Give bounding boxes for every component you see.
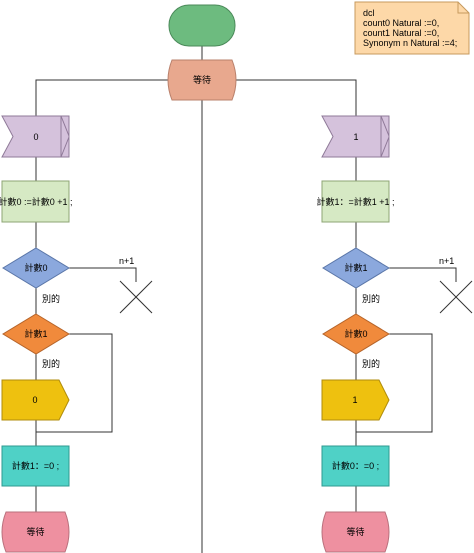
left-decision-2-label: 計數1 xyxy=(24,328,47,339)
right-input-signal-edge-3 xyxy=(380,136,390,158)
right-task-label: 計數1：=計數1 +1 ; xyxy=(316,196,394,207)
left-input-signal-edge-3 xyxy=(60,136,70,158)
wait-state-top[interactable] xyxy=(167,59,237,101)
right-end-wait-state[interactable] xyxy=(321,511,390,553)
left-else-label-2: 別的 xyxy=(42,358,60,369)
left-decision-2[interactable] xyxy=(2,313,70,355)
stop-cross-right-b xyxy=(439,280,473,314)
left-input-signal[interactable] xyxy=(1,115,70,158)
left-end-wait-label: 等待 xyxy=(26,526,44,537)
right-else-label-2: 別的 xyxy=(362,358,380,369)
right-end-wait-label: 等待 xyxy=(346,526,364,537)
connector-right-loop xyxy=(356,333,433,433)
connector-left-n-branch xyxy=(69,267,137,282)
right-input-signal-label: 1 xyxy=(353,132,358,142)
declaration-note-fold xyxy=(457,2,469,14)
stop-cross-left-b xyxy=(119,280,153,314)
left-output-label: 0 xyxy=(32,395,37,405)
note-line-2: count0 Natural :=0, xyxy=(363,18,439,28)
left-input-signal-label: 0 xyxy=(33,132,38,142)
left-task-label: 計數0 :=計數0 +1 ; xyxy=(0,196,73,207)
right-output-label: 1 xyxy=(352,395,357,405)
left-end-wait-state[interactable] xyxy=(1,511,70,553)
wait-state-top-label: 等待 xyxy=(193,74,211,85)
right-assign-label: 計數0：=0 ; xyxy=(332,460,379,471)
right-task-box[interactable] xyxy=(321,180,390,223)
connector-top-branch-right xyxy=(236,79,357,116)
note-line-3: count1 Natural :=0, xyxy=(363,28,439,38)
connector-top-branch xyxy=(35,79,168,116)
connector-lines xyxy=(35,46,473,553)
left-else-label-1: 別的 xyxy=(42,293,60,304)
left-branch-n-label: n+1 xyxy=(119,256,134,266)
right-assign-box[interactable] xyxy=(321,445,390,487)
right-decision-2-label: 計數0 xyxy=(344,328,367,339)
left-output-signal[interactable] xyxy=(1,379,70,421)
left-input-signal-edge-2 xyxy=(60,115,70,137)
left-task-box[interactable] xyxy=(1,180,70,223)
start-terminator[interactable] xyxy=(168,4,236,47)
declaration-note xyxy=(354,1,470,55)
right-output-signal[interactable] xyxy=(321,379,390,421)
right-input-signal-edge-2 xyxy=(380,115,390,137)
right-decision-1[interactable] xyxy=(322,247,390,289)
connector-right-n-branch xyxy=(389,267,457,282)
left-assign-box[interactable] xyxy=(1,445,70,487)
right-else-label-1: 別的 xyxy=(362,293,380,304)
right-decision-1-label: 計數1 xyxy=(344,262,367,273)
left-decision-1[interactable] xyxy=(2,247,70,289)
right-branch-n-label: n+1 xyxy=(439,256,454,266)
note-line-1: dcl xyxy=(363,8,375,18)
note-line-4: Synonym n Natural :=4; xyxy=(363,38,457,48)
left-decision-1-label: 計數0 xyxy=(24,262,47,273)
connector-left-loop xyxy=(36,333,113,433)
left-assign-label: 計數1：=0 ; xyxy=(12,460,59,471)
right-decision-2[interactable] xyxy=(322,313,390,355)
right-input-signal[interactable] xyxy=(321,115,390,158)
